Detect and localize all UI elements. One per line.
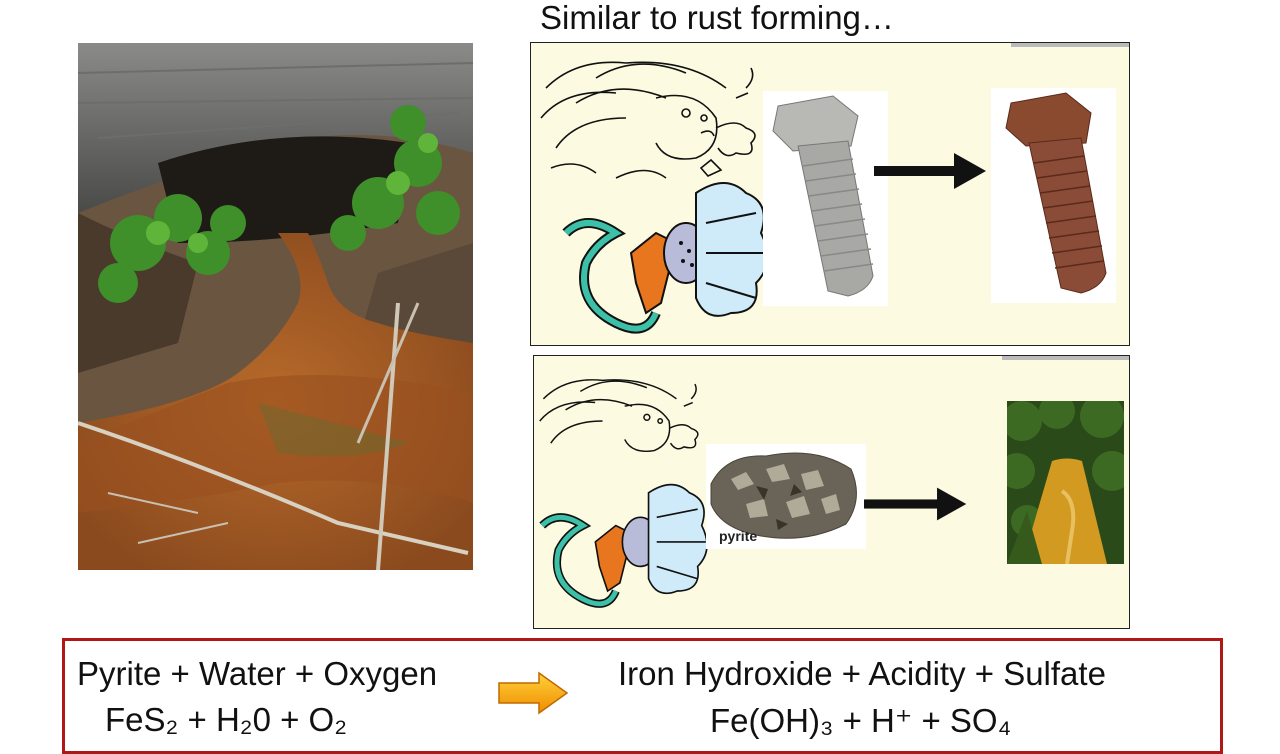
- pyrite-rock-image: [706, 444, 866, 549]
- pyrite-oxidation-panel: pyrite: [533, 355, 1130, 629]
- arrow-right-icon: [864, 487, 967, 521]
- water-hose-icon: [562, 182, 769, 334]
- slide-title: Similar to rust forming…: [540, 0, 894, 36]
- steel-bolt-image: [763, 91, 888, 306]
- orange-stream-photo: [1007, 401, 1124, 564]
- arrow-right-icon: [874, 153, 986, 189]
- formula-reactants: FeS₂ + H₂0 + O₂: [105, 701, 348, 738]
- equation-products: Iron Hydroxide + Acidity + Sulfate: [618, 655, 1106, 692]
- orange-arrow-right-icon: [498, 671, 569, 715]
- water-hose-icon: [539, 483, 708, 608]
- formula-products: Fe(OH)₃ + H⁺ + SO₄: [710, 702, 1012, 739]
- panel-top-edge: [1011, 43, 1129, 47]
- pyrite-label: pyrite: [719, 528, 758, 544]
- wind-face-icon: [540, 61, 756, 179]
- rust-forming-panel: [530, 42, 1130, 346]
- chemical-equation-box: Pyrite + Water + Oxygen Iron Hydroxide +…: [62, 638, 1223, 754]
- acid-mine-drainage-photo: [78, 43, 473, 570]
- equation-reactants: Pyrite + Water + Oxygen: [77, 655, 438, 692]
- panel-bottom-edge: [1002, 356, 1129, 360]
- rusty-bolt-image: [991, 88, 1116, 303]
- wind-face-icon: [539, 379, 699, 452]
